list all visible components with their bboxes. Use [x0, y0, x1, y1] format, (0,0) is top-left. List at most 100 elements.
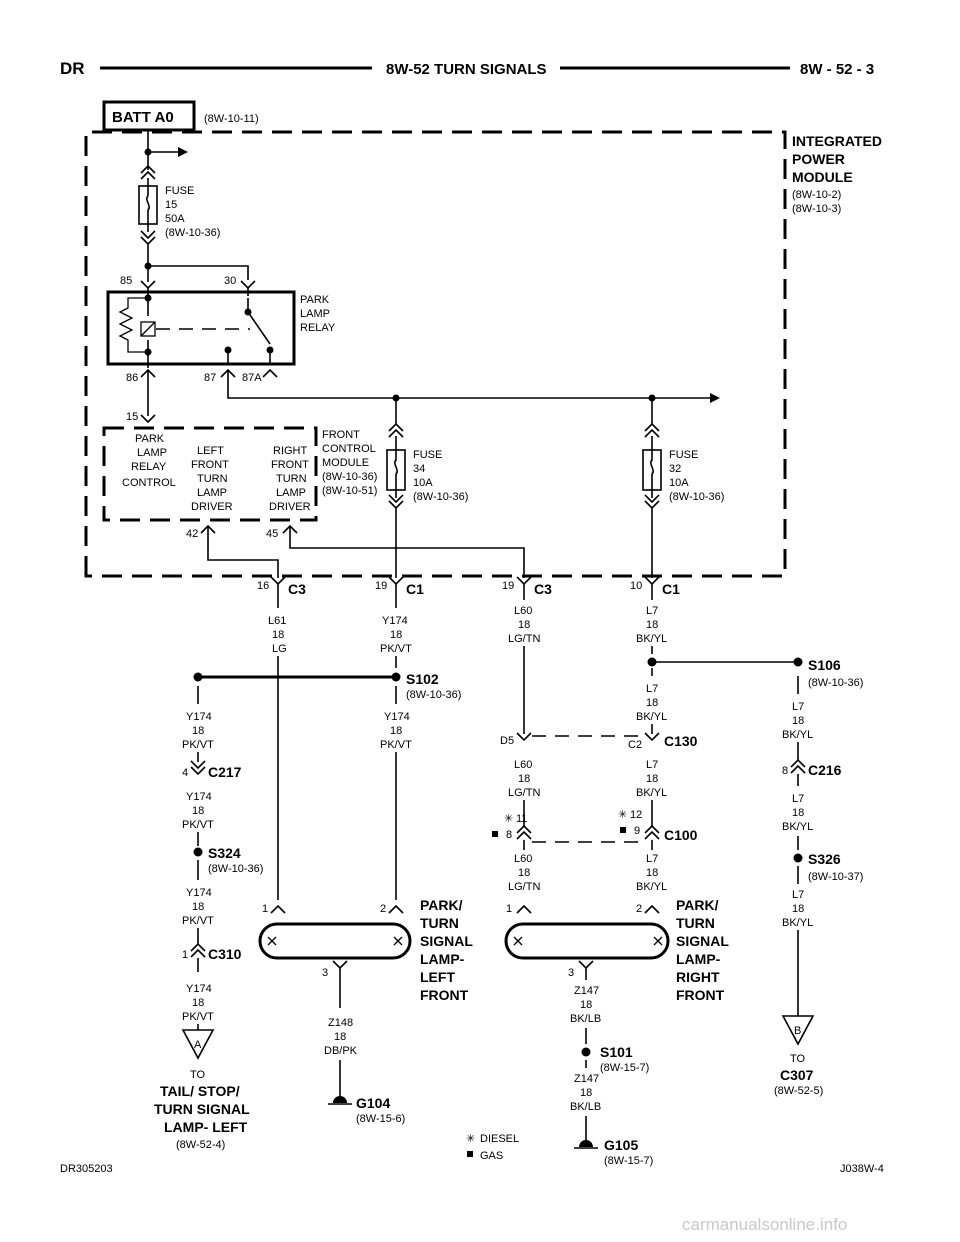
l60b-code: L60: [514, 759, 532, 771]
l7f-code: L7: [792, 793, 804, 805]
fcm-ref1: (8W-10-36): [322, 471, 377, 483]
fuse34-l1: FUSE: [413, 449, 442, 461]
park-turn-lamp-left: 1 2 3 PARK/ TURN SIGNAL LAMP- LEFT FRONT…: [258, 897, 473, 1096]
c1a-label: C1: [406, 581, 424, 597]
relay-l1: PARK: [300, 294, 330, 306]
rl-p2: 2: [636, 903, 642, 915]
fcm-rf1: RIGHT: [273, 445, 308, 457]
c1b-pin: 10: [630, 580, 642, 592]
l61-color: LG: [272, 643, 287, 655]
z147b-gauge: 18: [580, 1087, 592, 1099]
l7d-code: L7: [646, 853, 658, 865]
ll-l5: LEFT: [420, 969, 455, 985]
splice-s102: S102 (8W-10-36): [193, 656, 461, 704]
l7g-color: BK/YL: [782, 917, 813, 929]
ground-g104: G104 (8W-15-6): [328, 1095, 405, 1125]
fcm-ctrl1: PARK: [135, 433, 165, 445]
z147b-color: BK/LB: [570, 1101, 601, 1113]
l7d-gauge: 18: [646, 867, 658, 879]
c216-label: C216: [808, 762, 842, 778]
fuse32-l1: FUSE: [669, 449, 698, 461]
ll-l4: LAMP-: [420, 951, 465, 967]
l60c-code: L60: [514, 853, 532, 865]
s324-label: S324: [208, 845, 241, 861]
fcm-pin45: 45: [266, 528, 278, 540]
g105-ref: (8W-15-7): [604, 1155, 653, 1167]
s326-label: S326: [808, 851, 841, 867]
batt-a0: BATT A0 (8W-10-11): [102, 100, 259, 157]
l60b-gauge: 18: [518, 773, 530, 785]
l61-gauge: 18: [272, 629, 284, 641]
ref-a-ref: (8W-52-4): [176, 1139, 225, 1151]
y174f-code: Y174: [384, 711, 410, 723]
y174b-gauge: 18: [192, 725, 204, 737]
ipm-l2: POWER: [792, 151, 845, 167]
c100-label: C100: [664, 827, 698, 843]
y174d-color: PK/VT: [182, 915, 214, 927]
l7c-color: BK/YL: [636, 787, 667, 799]
y174e-code: Y174: [186, 983, 212, 995]
c3b-pin: 19: [502, 580, 514, 592]
l7e-code: L7: [792, 701, 804, 713]
l7b-code: L7: [646, 683, 658, 695]
header-left: DR: [60, 59, 85, 78]
park-lamp-relay: 85 30 PARK LAMP RELAY 86 87 87A: [106, 244, 720, 423]
rl-l5: RIGHT: [676, 969, 720, 985]
l7f-gauge: 18: [792, 807, 804, 819]
y174a-gauge: 18: [390, 629, 402, 641]
l60c-gauge: 18: [518, 867, 530, 879]
rl-l2: TURN: [676, 915, 715, 931]
c1a-pin: 19: [375, 580, 387, 592]
fcm-ctrl3: RELAY: [131, 461, 167, 473]
ll-p3: 3: [322, 967, 328, 979]
c1b-label: C1: [662, 581, 680, 597]
ref-a-l2: TURN SIGNAL: [154, 1101, 250, 1117]
fcm-lf4: LAMP: [197, 487, 227, 499]
ground-g105: G105 (8W-15-7): [574, 1137, 653, 1167]
g104-label: G104: [356, 1095, 390, 1111]
front-control-module: PARK LAMP RELAY CONTROL LEFT FRONT TURN …: [102, 426, 525, 578]
l60a-color: LG/TN: [508, 633, 540, 645]
ll-l2: TURN: [420, 915, 459, 931]
c3a-pin: 16: [257, 580, 269, 592]
l7g-gauge: 18: [792, 903, 804, 915]
fuse34-l3: 10A: [413, 477, 433, 489]
l60a-code: L60: [514, 605, 532, 617]
c310-pin: 1: [182, 949, 188, 961]
fuse15-l1: FUSE: [165, 185, 194, 197]
relay-pin87: 87: [204, 372, 216, 384]
wire-labels-upper: L61 18 LG Y174 18 PK/VT L60 18 LG/TN L7 …: [268, 605, 667, 655]
fuse-34: FUSE 34 10A (8W-10-36): [386, 398, 468, 578]
c100-d11-star: ✳: [504, 813, 513, 825]
z147b-code: Z147: [574, 1073, 599, 1085]
ref-a-l1: TAIL/ STOP/: [160, 1083, 240, 1099]
rl-l6: FRONT: [676, 987, 725, 1003]
ipm-ref2: (8W-10-3): [792, 203, 841, 215]
fcm-lf3: TURN: [197, 473, 228, 485]
l7e-color: BK/YL: [782, 729, 813, 741]
l7a-gauge: 18: [646, 619, 658, 631]
park-turn-lamp-right: 1 2 3 PARK/ TURN SIGNAL LAMP- RIGHT FRON…: [504, 897, 729, 1140]
z147a-gauge: 18: [580, 999, 592, 1011]
fcm-l2: CONTROL: [322, 443, 376, 455]
c130-c2: C2: [628, 739, 642, 751]
ref-b-letter: B: [794, 1025, 801, 1037]
s106-ref: (8W-10-36): [808, 677, 863, 689]
fuse32-l3: 10A: [669, 477, 689, 489]
s324-ref: (8W-10-36): [208, 863, 263, 875]
s326-ref: (8W-10-37): [808, 871, 863, 883]
l60c-color: LG/TN: [508, 881, 540, 893]
fcm-rf3: TURN: [276, 473, 307, 485]
fcm-rf2: FRONT: [271, 459, 309, 471]
z148-gauge: 18: [334, 1031, 346, 1043]
relay-pin87a: 87A: [242, 372, 262, 384]
y174a-code: Y174: [382, 615, 408, 627]
ref-a-l3: LAMP- LEFT: [164, 1119, 248, 1135]
y174d-code: Y174: [186, 887, 212, 899]
l60b-color: LG/TN: [508, 787, 540, 799]
rl-l3: SIGNAL: [676, 933, 729, 949]
rl-p3: 3: [568, 967, 574, 979]
l60-chain: D5 L60 18 LG/TN ✳ 11 8 L60 18 LG/TN: [492, 646, 540, 893]
